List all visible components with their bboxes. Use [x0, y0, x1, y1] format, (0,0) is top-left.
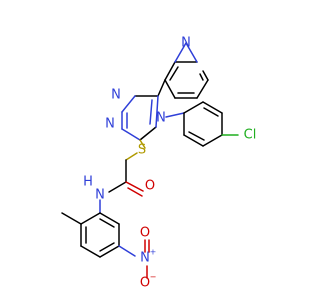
atom-n-triazole-1: N: [111, 88, 121, 103]
nitrotoluene-ring: [61, 212, 136, 258]
triazole-ring: [121, 95, 159, 141]
molecule-structure-diagram: N N N N S Cl N H O N + O O −: [61, 36, 257, 291]
bond: [155, 95, 159, 128]
bond: [61, 212, 82, 225]
atom-nitro-o-double: O: [140, 226, 150, 241]
bond: [169, 66, 179, 81]
bond: [80, 245, 101, 258]
bond: [80, 212, 101, 225]
bond: [139, 126, 157, 141]
atom-n-triazole-4: N: [156, 111, 166, 126]
bond: [125, 152, 138, 161]
atom-nitro-o-single: O: [140, 276, 150, 291]
bond: [127, 187, 143, 197]
bond: [99, 218, 115, 228]
bond: [157, 79, 166, 97]
bond: [188, 131, 205, 141]
bond: [121, 95, 136, 113]
bond: [199, 73, 204, 81]
atom-sulfur: S: [138, 143, 146, 158]
atom-amide-h: H: [83, 175, 93, 190]
bond: [183, 134, 204, 147]
bond: [125, 181, 144, 192]
atom-nitro-n: N: [140, 251, 150, 266]
bond: [118, 245, 136, 257]
atom-amide-o: O: [145, 179, 155, 194]
bond: [202, 101, 223, 114]
bond: [165, 112, 185, 118]
bond: [121, 128, 141, 141]
bond: [196, 79, 209, 99]
bond: [202, 70, 209, 81]
atom-chlorine: Cl: [244, 128, 257, 143]
bond: [108, 181, 127, 193]
nitro-n-charge: +: [150, 248, 157, 257]
bond: [183, 101, 204, 114]
bond: [99, 242, 115, 252]
bond: [185, 42, 198, 63]
bond: [149, 99, 153, 125]
bond: [99, 245, 120, 258]
atom-amide-n: N: [95, 188, 105, 203]
molecule-svg: N N N N S Cl N H O N + O O −: [61, 36, 257, 291]
nitro-o-charge: −: [150, 273, 157, 282]
chlorophenyl-ring: [183, 101, 239, 147]
pyridine-ring: [164, 42, 209, 99]
bond: [164, 61, 176, 81]
atom-n-triazole-2: N: [105, 117, 115, 132]
bond: [164, 79, 176, 99]
bond: [203, 107, 219, 117]
bond: [202, 134, 223, 147]
bond: [139, 139, 146, 149]
atom-n-pyridine: N: [181, 36, 191, 51]
bond: [174, 42, 187, 63]
bond: [99, 212, 120, 225]
